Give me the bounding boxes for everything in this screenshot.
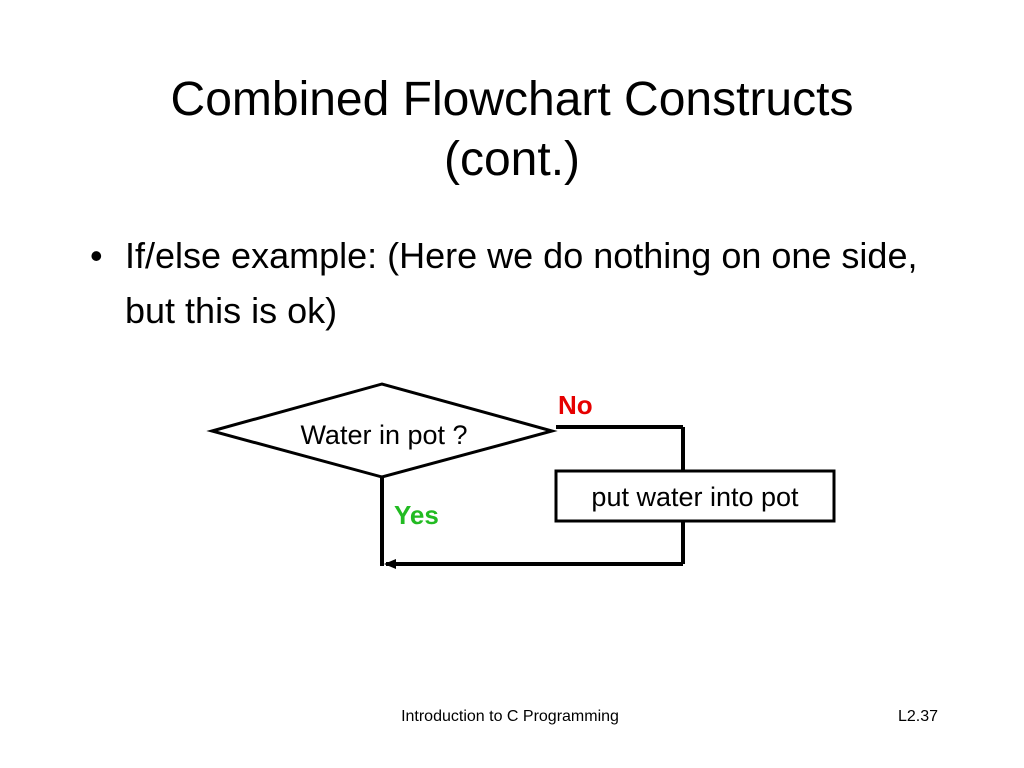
slide-title-line-2: (cont.) xyxy=(443,133,581,186)
process-label: put water into pot xyxy=(591,482,799,512)
yes-branch-label: Yes xyxy=(394,500,439,530)
footer-course: Introduction to C Programming xyxy=(401,708,619,725)
no-branch-label: No xyxy=(558,390,593,420)
slide-title: Combined Flowchart Constructs (cont.) xyxy=(60,70,964,190)
decision-diamond xyxy=(206,382,558,479)
bullet-list: If/else example: (Here we do nothing on … xyxy=(90,228,950,338)
bullet-item: If/else example: (Here we do nothing on … xyxy=(90,228,950,338)
slide-title-line-1: Combined Flowchart Constructs xyxy=(170,73,854,126)
process-box xyxy=(554,469,836,523)
decision-label: Water in pot ? xyxy=(300,420,467,450)
footer-slide-number: L2.37 xyxy=(897,708,938,725)
